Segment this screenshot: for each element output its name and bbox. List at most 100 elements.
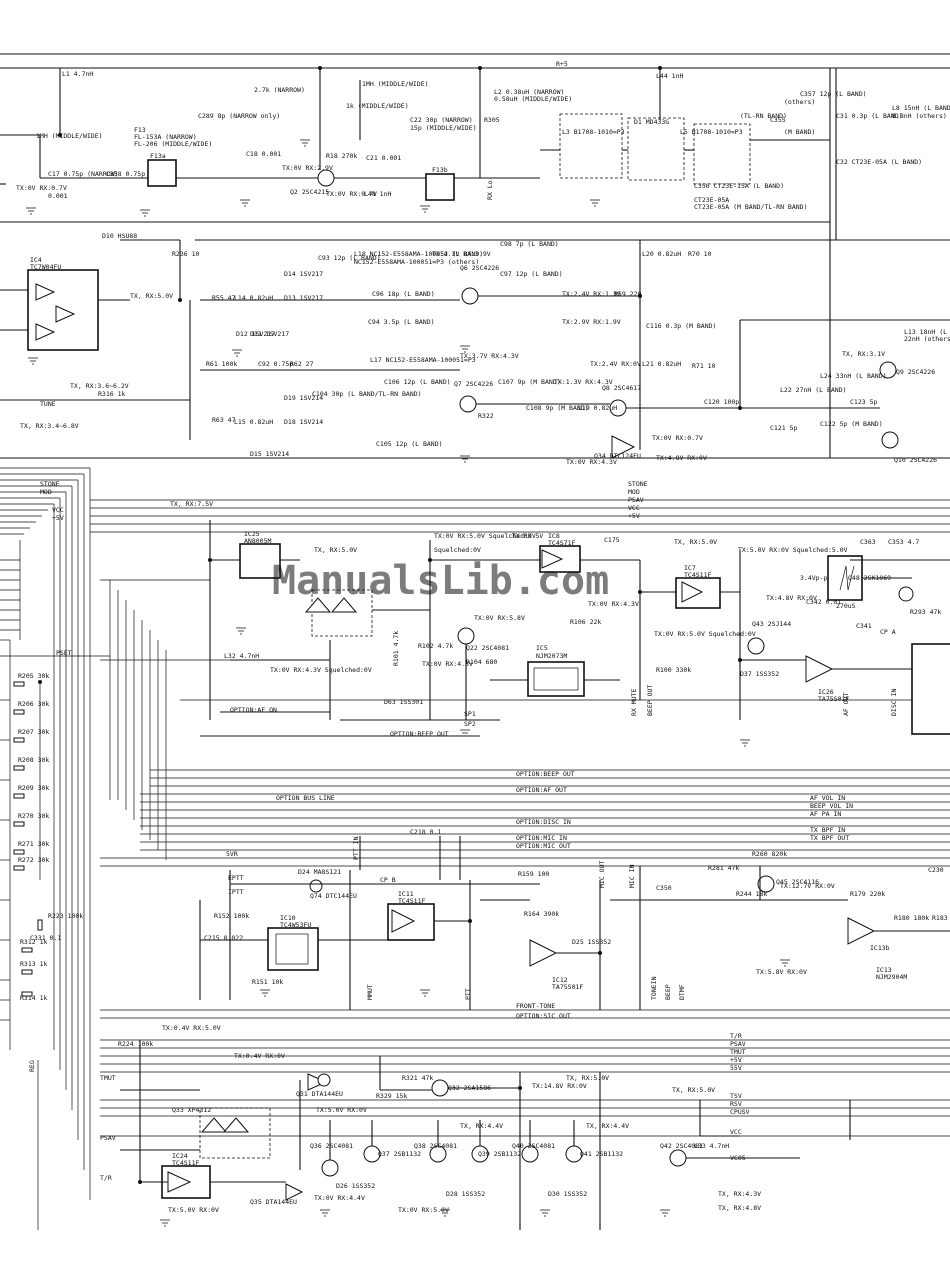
r223-label: R223 100k	[48, 912, 83, 920]
l2-label: L2 0.38uH (NARROW)	[494, 88, 564, 96]
voltage-notes: TX:0V RX:0.7V TX:0V RX:2.9V TX:0V RX:0.7…	[16, 164, 885, 1214]
r244-label: R244 18k	[736, 890, 767, 898]
c94-label: C94 3.5p (L BAND)	[368, 318, 435, 326]
c218-label: C218 0.1	[410, 828, 441, 836]
bus-beep-out: BEEP OUT	[646, 685, 654, 716]
bus-option-mic-out: OPTION:MIC OUT	[516, 842, 571, 850]
r63-label: R63 47	[212, 416, 236, 424]
c120-label: C120 100p	[704, 398, 739, 406]
r272-label: R272 30k	[18, 856, 49, 864]
bus-option-af-on: OPTION:AF ON	[230, 706, 277, 714]
c353-label: C353 4.7	[888, 538, 919, 546]
net-eptt: EPTT	[228, 874, 244, 882]
v-q43: TX:4.8V RX:0V	[766, 594, 817, 602]
net-pset: PSET	[56, 649, 72, 657]
ic8-ref: IC8	[548, 532, 560, 540]
bus-front-tone: FRONT-TONE	[516, 1002, 555, 1010]
d25-label: D25 1SS352	[572, 938, 611, 946]
q32-label: Q32 2SA1586	[448, 1084, 491, 1092]
v-q22b: TX:0V RX:4.3V	[422, 660, 473, 668]
ic5-part: NJM2073M	[536, 652, 567, 660]
right-ic-box	[911, 643, 950, 735]
c350-label: C350	[656, 884, 672, 892]
v-ramp-t: 270uS	[836, 602, 856, 610]
f13b-box	[425, 173, 455, 201]
net-tr-right: T/R	[730, 1032, 742, 1040]
q38-label: Q38 2SC4081	[414, 1142, 457, 1150]
r224-label: R224 100k	[118, 1040, 153, 1048]
band-m: (M BAND)	[784, 128, 815, 136]
l8b-label: 8.8nH (others)	[892, 112, 947, 120]
ic-labels: IC4 TC7W04FU IC25 AN8005M IC8 TC4S71F IC…	[30, 256, 907, 1167]
v-tune: TX, RX:3.6~6.2V	[70, 382, 129, 390]
bus-cp-a: CP A	[880, 628, 896, 636]
r106-label: R106 22k	[570, 618, 601, 626]
q2-label: Q2 2SC4215	[290, 188, 329, 196]
ic24-part: TC4S11F	[172, 1159, 199, 1167]
net-p5v: +5V	[52, 514, 64, 522]
v-low13: TX:0V RX:5.0V	[398, 1206, 449, 1214]
l32-label: L32 4.7nH	[224, 652, 259, 660]
r329-label: R329 15k	[376, 1092, 407, 1100]
l20-label: L20 0.82uH	[642, 250, 681, 258]
net-r5: R+5	[556, 60, 568, 68]
l8-label: L8 15nH (L BAND)	[892, 104, 950, 112]
bus-mic-out: MIC OUT	[598, 861, 606, 888]
ic4-ref: IC4	[30, 256, 42, 264]
c230-label: C230	[928, 866, 944, 874]
bus-option-beep-out: OPTION:BEEP OUT	[390, 730, 449, 738]
r59-label: R59 220	[614, 290, 641, 298]
f13-parts: FL-153A (NARROW)	[134, 133, 197, 141]
v-q45: TX:12.7V RX:0V	[780, 882, 835, 890]
bus-ptt: PTT	[464, 988, 472, 1000]
net-p5v-low: +5V	[730, 1056, 742, 1064]
net-mod-right: MOD	[628, 488, 640, 496]
c358-label: C358 0.75p	[106, 170, 145, 178]
bus-sp1: SP1	[464, 710, 476, 718]
c215-label: C215 0.022	[204, 934, 243, 942]
r205-label: R205 30k	[18, 672, 49, 680]
ic25-box	[239, 543, 281, 579]
band-27k: 2.7k (NARROW)	[254, 86, 305, 94]
filter-labels: F13a F13b F13 FL-153A (NARROW) FL-206 (M…	[134, 126, 808, 211]
l15-label: L15 0.82uH	[234, 418, 273, 426]
ic11-part: TC4S11F	[398, 897, 425, 905]
v-q34c: TX:0V RX:0.7V	[652, 434, 703, 442]
v-tx3: TX:2.9V RX:1.9V	[562, 318, 621, 326]
q41-label: Q41 2SB1132	[580, 1150, 623, 1158]
r100-label: R100 330k	[656, 666, 691, 674]
net-55v: 55V	[730, 1064, 742, 1072]
left-bus-harness	[0, 467, 950, 1230]
c331-label: C331 0.1	[30, 934, 61, 942]
v-rx-tx-top: TX:0V RX:0.7V	[16, 184, 67, 192]
c357-label: C357 12p (L BAND)	[800, 90, 867, 98]
c342-label: C342 0.01	[806, 598, 841, 606]
d37-label: D37 1SS352	[740, 670, 779, 678]
v-low10: TX, RX:4.8V	[718, 1204, 761, 1212]
r314-label: R314 1k	[20, 994, 47, 1002]
v-q2b: TX:0V RX:0.7V	[326, 190, 377, 198]
d11-label: D11 1SV217	[250, 330, 289, 338]
q6-label: Q6 2SC4226	[460, 264, 499, 272]
l24-label: L24 33nH (L BAND)	[820, 372, 887, 380]
v-q7: TX:3.7V RX:4.3V	[460, 352, 519, 360]
bus-beep-vol-in: BEEP VOL IN	[810, 802, 853, 810]
q9-label: Q9 2SC4226	[896, 368, 935, 376]
l21-label: L21 0.82uH	[642, 360, 681, 368]
ic13-ref: IC13	[876, 966, 892, 974]
l33-label: L33 4.7nH	[694, 1142, 729, 1150]
r236-label: R236 10	[172, 250, 199, 258]
ic7-part: TC4S11F	[684, 571, 711, 579]
d10-label: D10 HSU88	[102, 232, 137, 240]
r151-label: R151 10k	[252, 978, 283, 986]
l1-label: L1 4.7nH	[62, 70, 93, 78]
r321-label: R321 47k	[402, 1074, 433, 1082]
v-low6: TX, RX:5.0V	[672, 1086, 715, 1094]
v-low5: TX, RX:5.0V	[566, 1074, 609, 1082]
net-labels: R+5 STONE MOD VCC +5V STONE MOD PSAV VCC…	[28, 60, 750, 1182]
net-rsv: RSV	[730, 1100, 742, 1108]
c21-label: C21 0.001	[366, 154, 401, 162]
r305-label: R305	[484, 116, 500, 124]
bus-beep: BEEP	[664, 984, 672, 1000]
